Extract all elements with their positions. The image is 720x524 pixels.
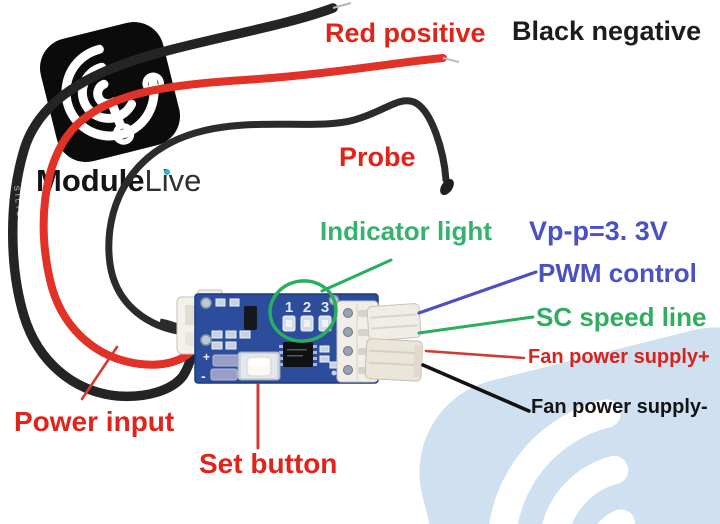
sc-annotation-line [417, 315, 535, 335]
label-probe: Probe [339, 142, 416, 172]
mounting-hole [200, 334, 212, 346]
indicator-number-2: 2 [303, 299, 311, 316]
probe-tip [440, 178, 454, 196]
led-window [304, 320, 310, 327]
label-fan-power-minus: Fan power supply- [531, 396, 708, 418]
brand-i-dot [164, 169, 170, 175]
smd-components [211, 298, 338, 369]
label-black-negative: Black negative [512, 16, 702, 46]
silkscreen-minus: - [201, 368, 206, 384]
label-red-positive: Red positive [325, 18, 486, 48]
led-window [322, 320, 328, 327]
indicator-annotation-line [320, 258, 393, 293]
mounting-hole [200, 297, 212, 309]
indicator-leds [282, 315, 332, 332]
label-fan-power-plus: Fan power supply+ [528, 346, 710, 368]
silkscreen-plus: + [203, 350, 210, 364]
set-button [237, 351, 281, 381]
indicator-highlight-circle [268, 279, 338, 343]
diode [212, 354, 240, 367]
led-window [286, 320, 292, 327]
transistor [244, 306, 257, 330]
diode [210, 368, 238, 381]
wire-red-stripped-tip [442, 57, 460, 63]
fan-plus-annotation-line [424, 349, 526, 360]
fan-minus-annotation-line [421, 363, 531, 413]
fan-plug-lower [364, 338, 424, 382]
main-ic [279, 342, 317, 367]
wire-black-stripped-tip [332, 1, 352, 10]
label-sc-speed-line: SC speed line [536, 302, 707, 332]
wire-black-negative [8, 3, 338, 402]
indicator-number-1: 1 [285, 299, 293, 316]
fan-plug-upper [366, 303, 422, 341]
label-pwm-control: PWM control [538, 258, 697, 288]
brand-text-light: Live [144, 163, 202, 198]
label-set-button: Set button [199, 448, 338, 479]
label-vpp: Vp-p=3. 3V [529, 216, 668, 246]
label-indicator-light: Indicator light [320, 216, 492, 246]
wire-probe [105, 97, 450, 336]
indicator-number-3: 3 [321, 299, 329, 316]
connector-slot [185, 305, 197, 325]
pwm-annotation-line [417, 270, 538, 315]
fan-connector [336, 300, 424, 383]
pcb-module: 1 2 3 [159, 289, 424, 384]
power-input-annotation-line [80, 345, 119, 401]
indicator-numbers: 1 2 3 [285, 299, 329, 316]
annotation-lines [80, 258, 538, 450]
wire-red-positive [39, 54, 447, 369]
label-power-input: Power input [14, 406, 175, 437]
